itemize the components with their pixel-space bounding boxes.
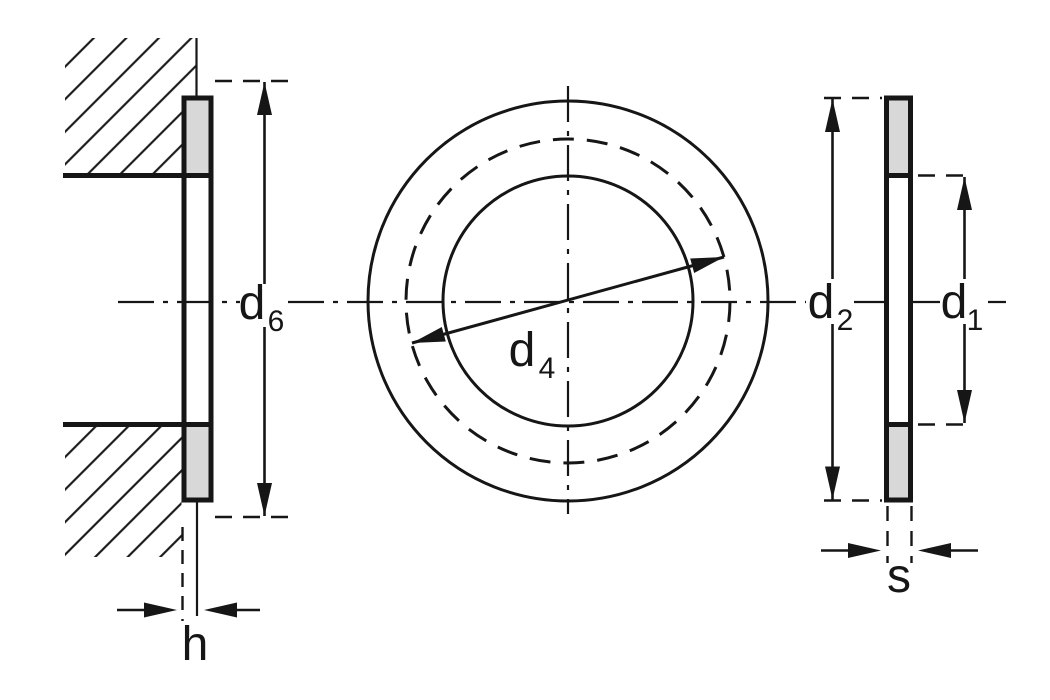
s-arrow-left [848,543,881,558]
label-d6-sub: 6 [268,305,285,338]
label-d4-sub: 4 [539,352,556,385]
label-d2-sub: 2 [837,304,854,337]
label-d1-sub: 1 [967,304,984,337]
label-d1: d [941,276,968,329]
d2-arrow-down [825,466,840,500]
d1-arrow-down [957,390,972,423]
d1-arrow-up [957,177,972,210]
s-arrow-right [918,543,951,558]
dimension-s: s [821,506,978,603]
d6-arrow-up [257,82,272,115]
left-section-view [63,38,214,616]
right-section-view [884,95,913,503]
washer-material-bottom-right [889,427,908,498]
washer-material-bottom-left [186,427,209,498]
d6-arrow-down [257,483,272,516]
washer-material-top-right [889,100,908,173]
label-h: h [182,618,209,671]
label-d6: d [239,277,266,330]
hatch-top-block [65,38,196,173]
d4-arrow-upper-right [690,257,724,273]
label-d2: d [808,276,835,329]
dimension-d1: d 1 [918,174,984,426]
label-s: s [887,550,911,603]
h-arrow-right [204,602,237,618]
d4-arrow-lower-left [412,327,446,343]
dimension-d2: d 2 [808,96,882,502]
h-arrow-left [144,602,177,618]
label-d4: d [509,324,536,377]
d4-dimension-line [411,255,725,345]
dimension-d4: d 4 [411,255,725,385]
dimension-h: h [117,527,260,671]
hatch-bottom-block [65,427,182,557]
washer-material-top-left [186,100,209,173]
dimension-d6: d 6 [215,79,293,519]
d2-arrow-up [825,99,840,132]
